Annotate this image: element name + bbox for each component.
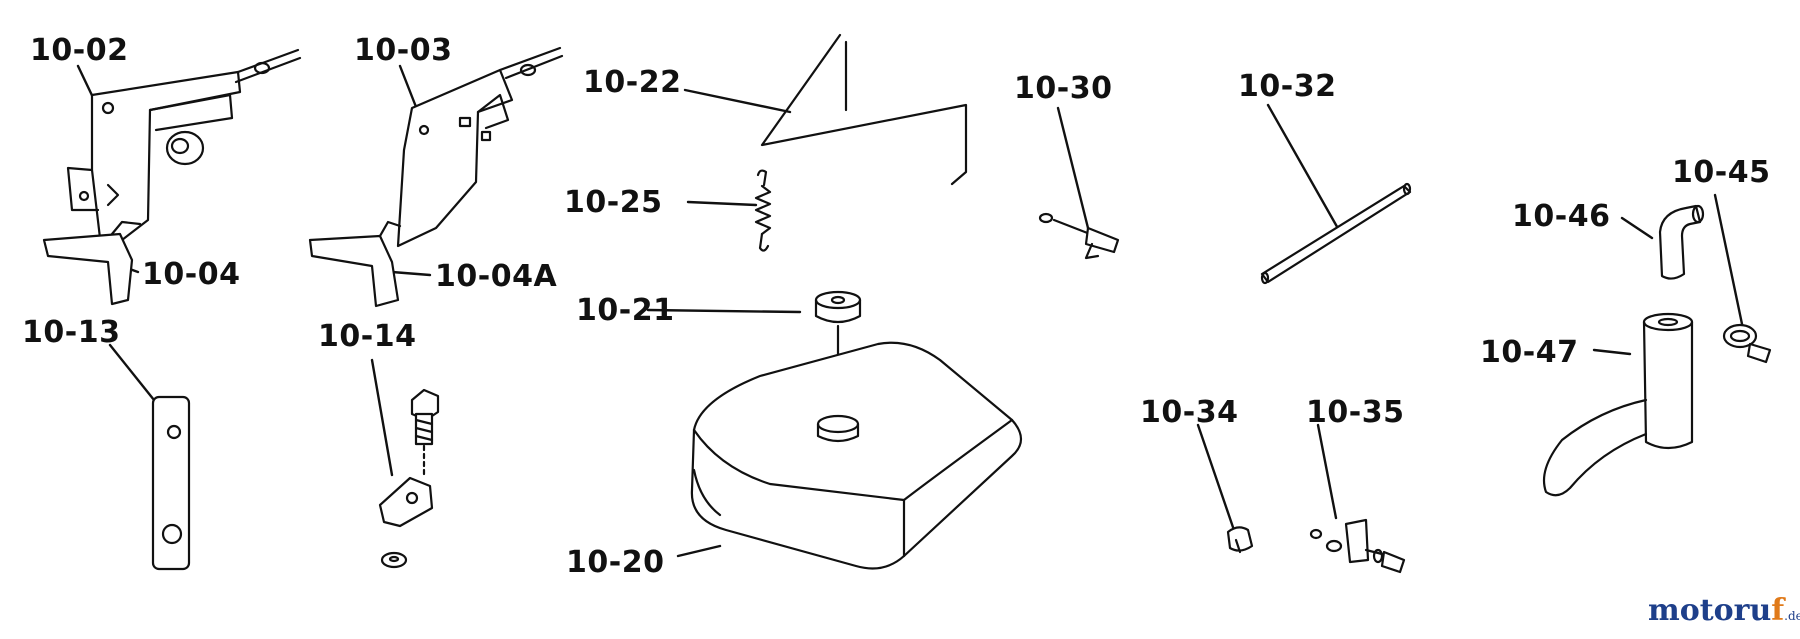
pedal-assembly-right bbox=[308, 46, 564, 308]
bracket-plate bbox=[151, 395, 191, 571]
label-10-21: 10-21 bbox=[576, 293, 675, 328]
rod bbox=[1260, 182, 1412, 285]
label-10-45: 10-45 bbox=[1672, 155, 1771, 190]
label-10-04a: 10-04A bbox=[435, 259, 558, 294]
label-10-34: 10-34 bbox=[1140, 395, 1239, 430]
watermark-suffix: .de bbox=[1784, 609, 1800, 623]
label-10-30: 10-30 bbox=[1014, 71, 1113, 106]
label-10-20: 10-20 bbox=[566, 545, 665, 580]
label-10-04: 10-04 bbox=[142, 257, 241, 292]
label-10-47: 10-47 bbox=[1480, 335, 1579, 370]
label-10-03: 10-03 bbox=[354, 33, 453, 68]
pedal-assembly-left bbox=[42, 48, 302, 306]
label-10-13: 10-13 bbox=[22, 315, 121, 350]
label-10-35: 10-35 bbox=[1306, 395, 1405, 430]
label-10-46: 10-46 bbox=[1512, 199, 1611, 234]
bent-rod bbox=[760, 33, 968, 186]
watermark-text-c: u bbox=[1749, 593, 1772, 628]
clip bbox=[1226, 526, 1254, 554]
hose-clamp bbox=[1722, 323, 1772, 364]
watermark-text-f: f bbox=[1771, 593, 1785, 628]
leader-lines bbox=[76, 64, 1744, 558]
watermark-text-b: r bbox=[1733, 593, 1750, 628]
clamp-bolt bbox=[1309, 518, 1406, 574]
watermark-text-a: moto bbox=[1648, 593, 1734, 628]
muffler bbox=[1542, 312, 1694, 497]
bolt-bracket-washer bbox=[378, 388, 440, 569]
label-10-22: 10-22 bbox=[583, 65, 682, 100]
clamp-screw bbox=[1038, 212, 1120, 260]
fuel-tank bbox=[690, 341, 1023, 570]
label-10-25: 10-25 bbox=[564, 185, 663, 220]
label-10-32: 10-32 bbox=[1238, 69, 1337, 104]
label-10-02: 10-02 bbox=[30, 33, 129, 68]
label-10-14: 10-14 bbox=[318, 319, 417, 354]
spring bbox=[754, 169, 772, 252]
elbow-hose bbox=[1658, 204, 1705, 280]
watermark-logo: motoruf.de bbox=[1648, 596, 1800, 626]
